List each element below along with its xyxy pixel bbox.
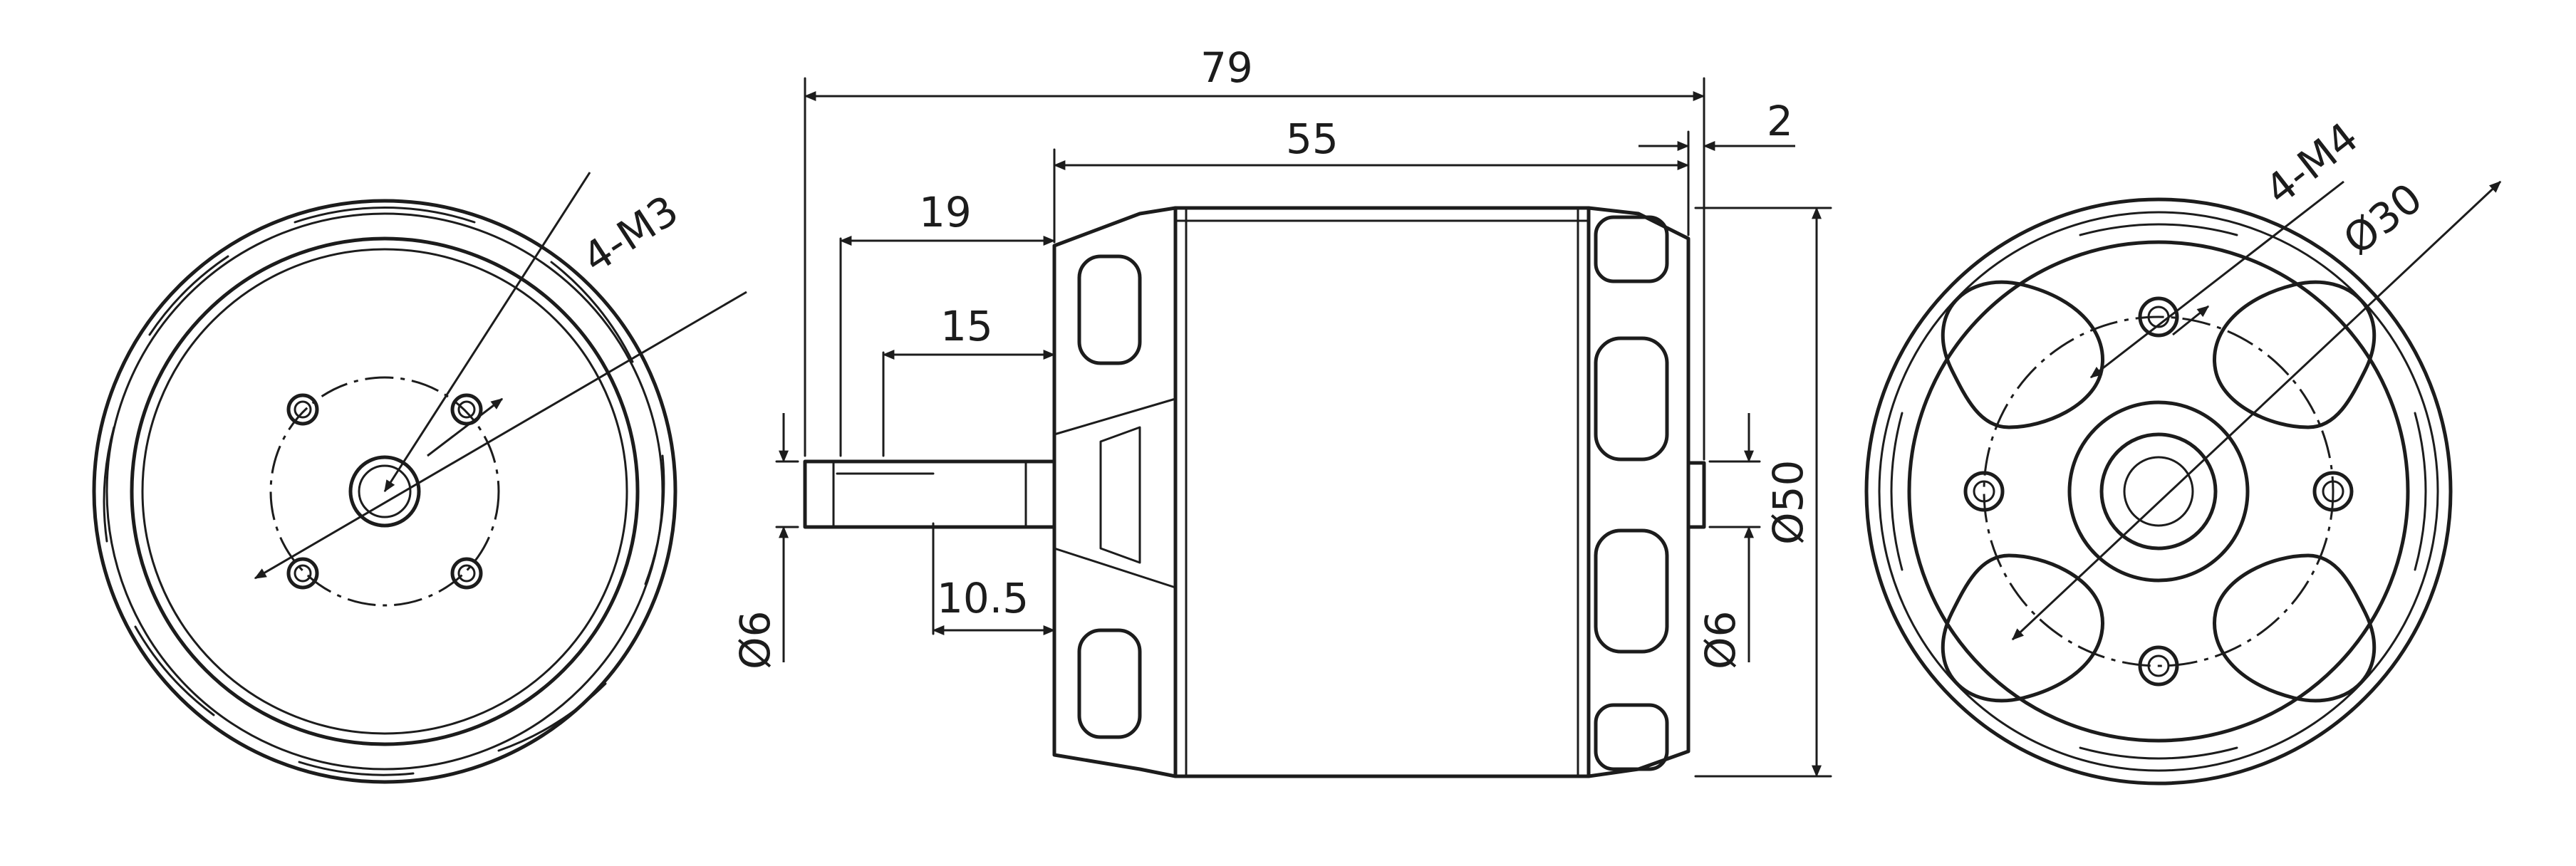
front-view: 4-M3 <box>92 172 747 784</box>
rear-shaft-stub <box>1686 461 1706 529</box>
rear-rim-pockets <box>1890 223 2427 760</box>
side-view: 79 55 2 19 15 10.5 Ø6 Ø6 Ø50 <box>731 43 1832 778</box>
front-face-inner <box>141 248 628 735</box>
motor-can <box>1173 206 1591 778</box>
front-bell <box>1052 206 1178 778</box>
front-bell-slot-bottom <box>1077 628 1142 739</box>
dim-rear-offset: 2 <box>1767 97 1793 145</box>
rear-openings <box>1941 280 2377 703</box>
rear-hub-outer <box>2067 400 2250 583</box>
rear-thread-label: 4-M4 <box>2256 113 2367 214</box>
rear-bolt-circle <box>1983 315 2334 667</box>
dim-front-shaft-length: 19 <box>919 188 972 236</box>
dim-shaft-extension: 15 <box>940 302 993 350</box>
front-mount-holes <box>286 393 483 590</box>
front-shaft <box>348 455 421 528</box>
dim-front-shaft-diameter: Ø6 <box>731 610 779 669</box>
front-face <box>130 236 640 746</box>
front-bell-slot-top <box>1077 254 1142 365</box>
rear-view: 4-M4 Ø30 <box>1864 113 2502 786</box>
rear-shaft <box>2123 456 2194 527</box>
front-rim-inner <box>105 212 664 771</box>
dim-shaft-step: 10.5 <box>937 574 1029 622</box>
rear-cap <box>1586 206 1690 778</box>
dim-body-length: 55 <box>1286 115 1339 163</box>
rear-cap-slot-upper <box>1594 336 1669 461</box>
dim-body-diameter: Ø50 <box>1764 460 1812 545</box>
dim-rear-shaft-diameter: Ø6 <box>1696 610 1745 669</box>
rear-hub <box>2099 432 2218 551</box>
dim-overall-length: 79 <box>1200 43 1253 92</box>
rear-outer-rim <box>1864 197 2453 786</box>
front-shaft-side <box>803 459 1056 529</box>
front-rim-slots <box>103 207 665 776</box>
front-bolt-circle <box>269 376 500 607</box>
rear-mount-holes <box>1963 296 2354 687</box>
rear-cap-slot-lower <box>1594 528 1669 654</box>
rear-bolt-circle-label: Ø30 <box>2334 174 2431 264</box>
front-shaft-inner <box>358 464 412 518</box>
front-thread-label: 4-M3 <box>574 186 687 283</box>
front-outer-rim <box>92 199 677 784</box>
